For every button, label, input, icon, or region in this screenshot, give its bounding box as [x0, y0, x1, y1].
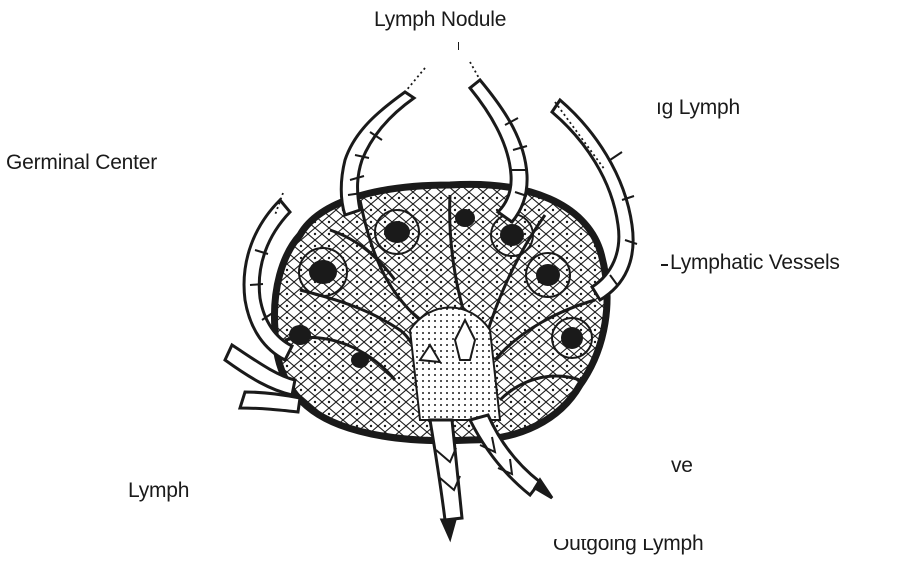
- label-incoming-lymph: ıg Lymph: [656, 96, 740, 120]
- label-germinal-center: Germinal Center: [6, 151, 157, 175]
- outgoing-label-mask: [550, 526, 650, 539]
- label-lymph-left: Lymph: [128, 479, 201, 503]
- lymphatic-vessels-pointer: [661, 264, 668, 266]
- lymph-node-body: [274, 184, 607, 440]
- label-lymph-nodule: Lymph Nodule: [374, 8, 506, 32]
- label-valve: ve: [671, 454, 693, 478]
- efferent-vessels: [430, 415, 552, 538]
- lymph-nodule-pointer: [458, 42, 459, 50]
- label-lymphatic-vessels: Lymphatic Vessels: [670, 251, 840, 275]
